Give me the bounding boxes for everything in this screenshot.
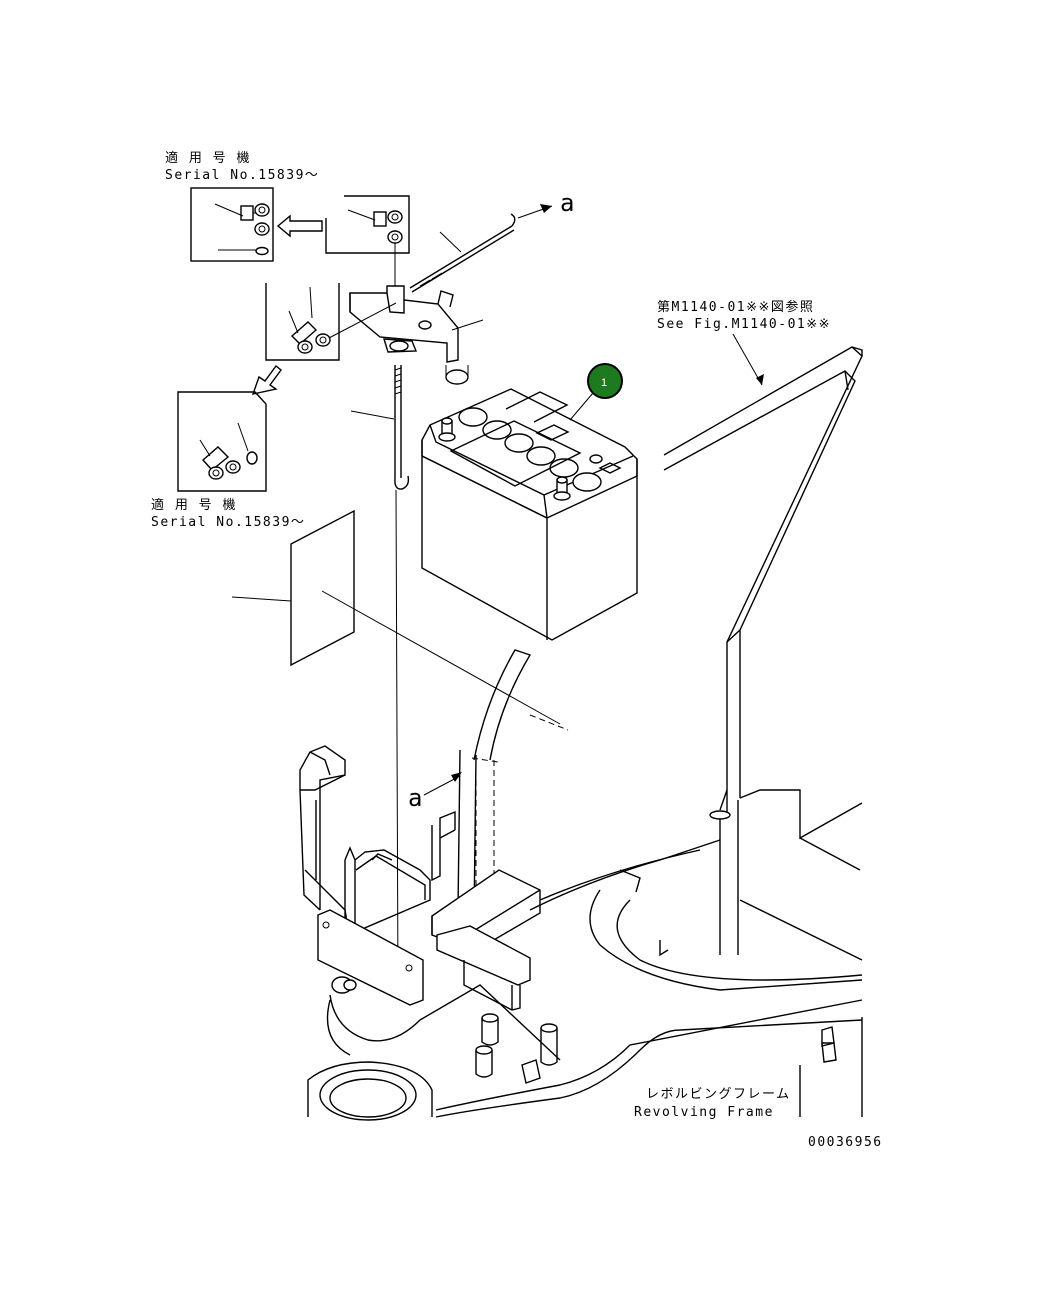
see-fig-label-jp: 第M1140-01※※図参照	[657, 299, 814, 315]
side-cover	[663, 333, 863, 961]
arrow-label-a-top: a	[560, 189, 574, 217]
arrow-label-a-bottom: a	[408, 784, 422, 812]
battery-hold-rod: a	[409, 189, 574, 293]
callout-1[interactable]: 1	[587, 363, 623, 399]
serial-label-mid-jp: 適 用 号 機	[151, 497, 237, 513]
see-fig-label-en: See Fig.M1140-01※※	[657, 317, 831, 332]
battery-bracket	[349, 285, 484, 385]
drawing-number: 00036956	[808, 1135, 883, 1150]
hook-bolt	[350, 365, 410, 986]
detail-box-nut-washer	[177, 391, 267, 492]
frame-label-jp: レボルビングフレーム	[646, 1087, 791, 1102]
replacement-arrow-down	[251, 364, 282, 395]
caution-plate	[231, 509, 561, 725]
detail-box-nuts-old	[325, 195, 410, 340]
battery	[421, 388, 638, 641]
replacement-arrow-left	[276, 214, 323, 238]
detail-box-bolt	[265, 283, 397, 361]
revolving-frame: a	[299, 649, 863, 1121]
serial-label-top-jp: 適 用 号 機	[165, 150, 251, 166]
serial-label-top-en: Serial No.15839～	[165, 168, 319, 183]
serial-label-mid-en: Serial No.15839～	[151, 515, 305, 530]
callout-number: 1	[601, 377, 607, 389]
frame-label-en: Revolving Frame	[634, 1105, 774, 1120]
detail-box-nuts-new	[190, 187, 274, 262]
